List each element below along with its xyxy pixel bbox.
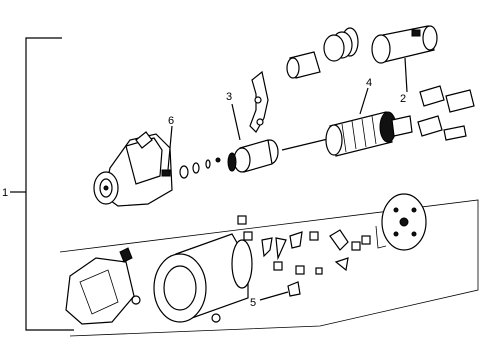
callout-4: 4 [366, 77, 372, 89]
callout-1: 1 [2, 187, 8, 199]
drive-pinion-icon [227, 139, 279, 173]
end-frame-icon [381, 193, 427, 251]
small-parts-icon [211, 215, 371, 323]
solenoid-icon [286, 25, 438, 79]
pin-icon [161, 169, 171, 177]
brush-holder-icon [65, 247, 141, 325]
armature-icon [281, 111, 413, 157]
field-frame-icon [153, 233, 253, 323]
wire-icon [375, 225, 387, 249]
washers-icon [179, 157, 221, 179]
drive-housing-icon [93, 131, 173, 207]
callout-3: 3 [226, 91, 232, 103]
lower-tray-outline [59, 199, 479, 337]
callout-2: 2 [400, 93, 406, 105]
assembly-bracket [10, 37, 74, 331]
shift-lever-icon [249, 70, 269, 133]
callout-5: 5 [250, 297, 256, 309]
callout-6: 6 [168, 115, 174, 127]
brush-set-icon [417, 85, 475, 141]
